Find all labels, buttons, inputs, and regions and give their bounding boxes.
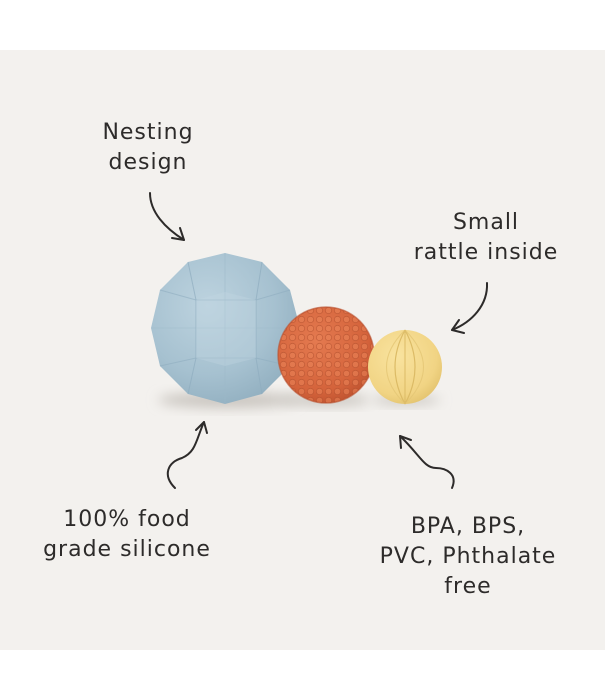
arrow-icon xyxy=(149,192,185,241)
arrow-icon xyxy=(399,435,455,489)
bpa-free-label: BPA, BPS, PVC, Phthalate free xyxy=(379,514,557,599)
nesting-design-label: Nesting design xyxy=(102,120,194,175)
yellow-ball xyxy=(368,329,442,405)
food-grade-silicone-label: 100% food grade silicone xyxy=(43,507,211,562)
orange-ball xyxy=(277,306,375,404)
arrow-icon xyxy=(451,282,489,334)
arrow-icon xyxy=(166,421,208,489)
blue-ball xyxy=(151,253,300,404)
small-rattle-label: Small rattle inside xyxy=(413,210,559,265)
